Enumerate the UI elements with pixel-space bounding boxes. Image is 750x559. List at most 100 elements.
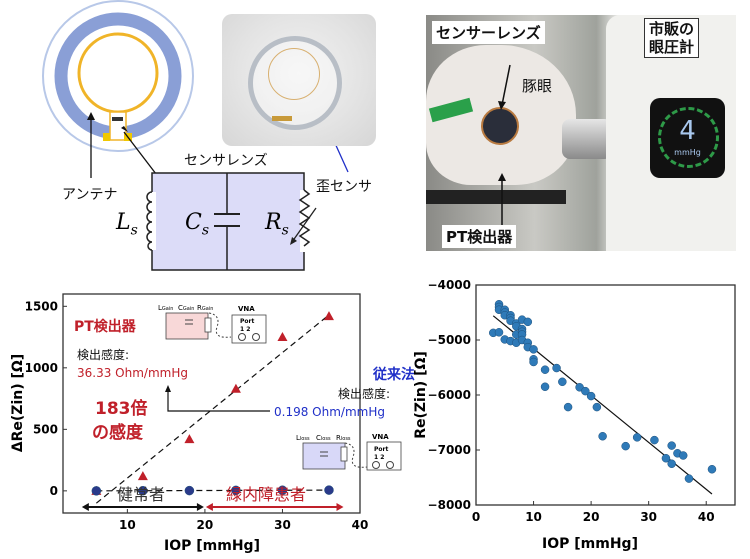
loss-vna-label: VNA — [372, 433, 389, 441]
chart1-ylabel: ΔRe(Zin) [Ω] — [10, 354, 26, 452]
loss-l-label: Lloss — [296, 434, 310, 442]
gain-vna-box — [231, 314, 267, 344]
x-tick-label: 20 — [197, 518, 214, 532]
comparison-arrowhead — [165, 385, 171, 392]
data-point-circle — [707, 465, 717, 474]
experiment-photo: 4 mmHg センサーレンズ 豚眼 市販の 眼圧計 PT検出器 — [426, 15, 736, 251]
x-tick-label: 30 — [640, 510, 657, 524]
tonometer-label-line2: 眼圧計 — [649, 38, 695, 56]
loss-resistor — [340, 446, 348, 462]
inductor-label: Ls — [116, 210, 138, 238]
tonometer-label-line1: 市販の — [649, 20, 695, 38]
variable-arrow — [291, 207, 317, 243]
data-point-circle — [667, 459, 676, 468]
pt-title: PT検出器 — [74, 318, 137, 335]
chart2-ylabel: Re(Zin) [Ω] — [413, 351, 429, 439]
resistor-label: Rs — [265, 210, 289, 238]
glaucoma-range-arrow-head — [205, 503, 213, 511]
data-point-triangle — [137, 471, 148, 481]
y-tick-label: 1500 — [25, 299, 58, 313]
chart2-xlabel: IOP [mmHg] — [542, 536, 638, 552]
data-point-triangle — [277, 332, 288, 342]
ls-sub: s — [130, 222, 138, 239]
cs-text: C — [185, 210, 202, 235]
data-point-circle — [563, 402, 573, 412]
x-tick-label: 10 — [525, 510, 542, 524]
data-point-triangle — [184, 434, 195, 444]
gain-l-label: LGain — [158, 304, 173, 312]
data-point-triangle — [323, 311, 334, 321]
x-tick-label: 10 — [119, 518, 136, 532]
pt-arrowhead — [498, 173, 506, 181]
y-tick-label: −8000 — [428, 498, 471, 512]
gain-c-label: CGain — [178, 304, 194, 312]
loss-port1-icon — [372, 461, 380, 469]
gain-circuit-inset: LGain CGain RGain VNA Port 1 2 — [158, 304, 267, 344]
loss-circuit-inset: Lloss Closs Rloss VNA Port 1 2 — [296, 433, 402, 471]
tonometer-probe — [562, 119, 612, 159]
ratio-line2: の感度 — [92, 422, 144, 443]
chart2-frame — [475, 284, 736, 506]
conv-title: 従来法 — [372, 366, 415, 383]
y-tick-label: 500 — [33, 422, 58, 436]
data-point-circle — [552, 363, 561, 373]
photo-arrows — [498, 64, 511, 225]
conv-sens-value: 0.198 Ohm/mmHg — [274, 405, 385, 419]
rs-text: R — [265, 210, 282, 235]
sensor-lens-photo — [222, 14, 376, 146]
port1-icon — [238, 333, 246, 341]
data-point-circle — [231, 485, 241, 496]
data-point-circle — [529, 345, 538, 354]
lens-arrowhead — [498, 101, 506, 110]
y-tick-label: −5000 — [428, 333, 471, 347]
conv-sens-label: 検出感度: — [338, 386, 390, 401]
data-point-circle — [650, 435, 659, 445]
data-point-circle — [523, 317, 533, 327]
healthy-label: 健常者 — [117, 485, 165, 504]
loss-link — [344, 442, 368, 468]
photo-pt-detector-label: PT検出器 — [442, 225, 517, 248]
port2-icon — [252, 333, 260, 341]
gain-resistor — [204, 317, 212, 333]
data-point-circle — [684, 474, 694, 483]
pt-sens-value: 36.33 Ohm/mmHg — [77, 366, 188, 380]
data-point-circle — [586, 391, 596, 401]
data-point-circle — [632, 433, 642, 442]
gain-vna-label: VNA — [238, 305, 255, 313]
y-tick-label: −4000 — [428, 278, 471, 292]
gain-link — [208, 312, 232, 338]
data-point-circle — [277, 485, 288, 495]
cs-sub: s — [201, 222, 210, 239]
ls-text: L — [116, 210, 131, 235]
lens-outer-ring — [42, 0, 194, 152]
data-point-circle — [184, 485, 195, 496]
display-ring — [658, 107, 719, 168]
capacitor-chip — [112, 117, 123, 121]
lens-arrow — [501, 64, 511, 106]
capacitor-label: Cs — [185, 210, 209, 238]
data-point-circle — [91, 486, 102, 496]
display-value: 4 — [679, 116, 696, 146]
chart1-xlabel: IOP [mmHg] — [164, 538, 260, 554]
gain-circuit-box — [165, 312, 209, 340]
x-tick-label: 30 — [274, 518, 291, 532]
data-point-triangle — [230, 383, 241, 393]
loss-port2-icon — [386, 461, 394, 469]
loss-c-label: Closs — [316, 434, 331, 442]
inductor-symbol — [146, 191, 153, 251]
x-tick-label: 0 — [472, 510, 480, 524]
healthy-range-arrow-head — [81, 503, 89, 511]
data-point-circle — [598, 432, 607, 441]
pad-left — [103, 133, 110, 141]
glaucoma-label: 緑内障患者 — [226, 485, 306, 504]
fit-line — [96, 489, 329, 492]
chart1-frame — [62, 293, 361, 514]
loss-port-numbers: 1 2 — [374, 454, 384, 461]
strain-sensor-label: 歪センサ — [316, 179, 372, 195]
sensor-lens-label: センサレンズ — [184, 153, 268, 169]
gain-r-label: RGain — [197, 304, 213, 312]
glaucoma-range-arrow-head — [336, 503, 344, 511]
